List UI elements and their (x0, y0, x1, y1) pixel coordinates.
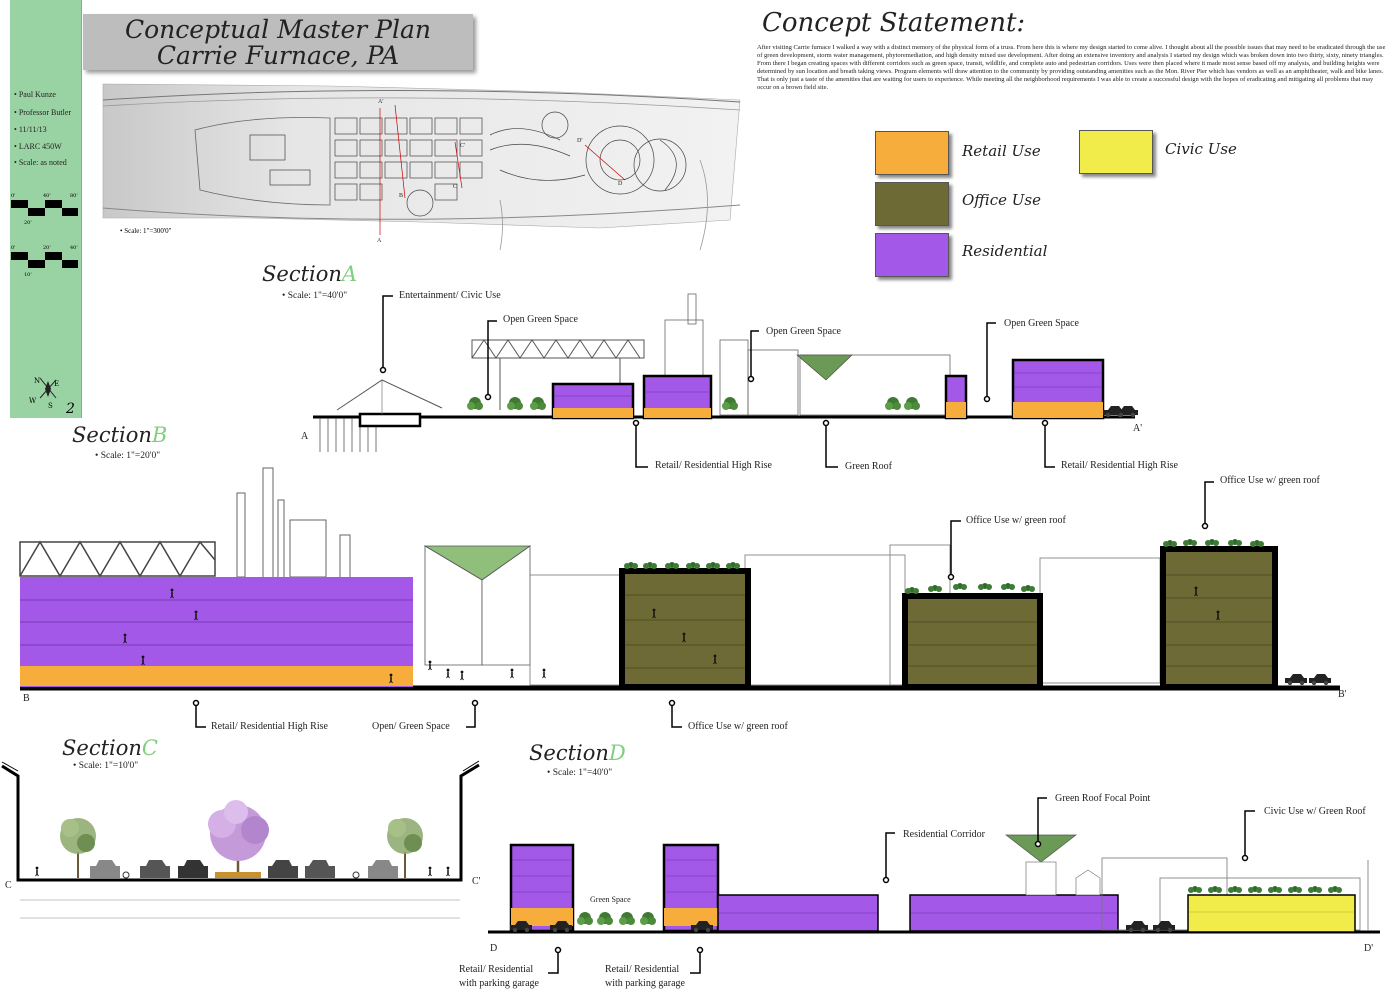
sidebar-author: • Paul Kunze (14, 90, 56, 99)
scale-note: Scale: as noted (18, 158, 67, 167)
compass-s: S (48, 402, 53, 410)
scale-bar-2: 0' 20' 40' 10' (11, 245, 78, 278)
section-d-start: D (490, 943, 498, 954)
title-block: Conceptual Master Plan Carrie Furnace, P… (83, 14, 473, 70)
section-b-end: B' (1338, 689, 1347, 700)
section-a-start: A (301, 431, 309, 442)
section-b-start: B (23, 693, 30, 704)
section-c-title: SectionC (62, 736, 158, 760)
label-office-b3: Office Use w/ green roof (1220, 475, 1320, 486)
compass-n: N (34, 377, 40, 385)
label-retail-res-a1: Retail/ Residential High Rise (655, 460, 772, 471)
section-b-drawing (19, 467, 1340, 728)
label-office-b2: Office Use w/ green roof (966, 515, 1066, 526)
label-green-roof-a: Green Roof (845, 461, 892, 472)
north-arrow-icon: N E W S (29, 377, 59, 410)
section-d-scale: • Scale: 1"=40'0" (547, 768, 613, 778)
legend-swatch-retail (875, 131, 949, 175)
section-b-title: SectionB (72, 423, 168, 447)
scale1-label-80: 80' (70, 193, 78, 199)
scale1-label-0: 0' (11, 193, 16, 199)
label-parking-d1-line1: Retail/ Residential (459, 964, 534, 975)
section-c-end: C' (472, 876, 481, 887)
label-parking-d1-line2: with parking garage (459, 978, 539, 989)
section-a-title: SectionA (262, 262, 358, 286)
scale1-label-20: 20' (24, 220, 32, 226)
section-a-end: A' (1133, 423, 1143, 434)
label-open-green-b: Open/ Green Space (372, 721, 450, 732)
page-number: 2 (65, 401, 75, 417)
section-d-drawing (488, 797, 1380, 974)
compass-e: E (54, 380, 59, 388)
section-d-end: D' (1364, 943, 1374, 954)
label-office-b1: Office Use w/ green roof (688, 721, 788, 732)
date-text: 11/11/13 (18, 125, 47, 134)
legend-label-residential: Residential (962, 242, 1048, 260)
scale2-label-0: 0' (11, 245, 16, 251)
label-res-corridor-d: Residential Corridor (903, 829, 985, 840)
scale1-label-40: 40' (43, 193, 51, 199)
sidebar-scale: • Scale: as noted (14, 158, 67, 167)
concept-statement: After visiting Carrie furnace I walked a… (757, 44, 1386, 92)
label-retail-res-b: Retail/ Residential High Rise (211, 721, 328, 732)
legend-swatch-civic (1079, 130, 1153, 174)
section-c-scale: • Scale: 1"=10'0" (73, 761, 139, 771)
section-c-start: C (5, 880, 12, 891)
label-open-green-a1: Open Green Space (503, 314, 578, 325)
label-open-green-a3: Open Green Space (1004, 318, 1079, 329)
scale-bar-1: 0' 40' 80' 20' (11, 193, 78, 226)
label-green-space-d: Green Space (590, 895, 631, 904)
section-c-drawing (1, 760, 480, 919)
legend-label-civic: Civic Use (1165, 140, 1237, 158)
page-title: Conceptual Master Plan (125, 15, 431, 44)
legend-label-retail: Retail Use (962, 142, 1041, 160)
scale2-label-10: 10' (24, 272, 32, 278)
author-name: Paul Kunze (18, 90, 56, 99)
section-b-scale: • Scale: 1"=20'0" (95, 451, 161, 461)
sidebar-date: • 11/11/13 (14, 125, 47, 134)
concept-title: Concept Statement: (762, 8, 1026, 38)
section-a-scale: • Scale: 1"=40'0" (282, 291, 348, 301)
section-a-drawing (313, 293, 1138, 468)
legend-swatch-residential (875, 233, 949, 277)
professor-name: Professor Butler (18, 108, 72, 117)
course-text: LARC 450W (18, 142, 62, 151)
sidebar-graphics: 0' 40' 80' 20' 0' 20' 40' 10' N E W S 2 (11, 193, 78, 417)
info-sidebar: • Paul Kunze • Professor Butler • 11/11/… (10, 0, 82, 418)
sidebar-professor: • Professor Butler (14, 108, 72, 117)
scale2-label-40: 40' (70, 245, 78, 251)
label-parking-d2-line1: Retail/ Residential (605, 964, 680, 975)
scale2-label-20: 20' (43, 245, 51, 251)
sidebar-course: • LARC 450W (14, 142, 62, 151)
label-civic-roof-d: Civic Use w/ Green Roof (1264, 806, 1366, 817)
section-d-title: SectionD (529, 741, 626, 765)
label-retail-res-a2: Retail/ Residential High Rise (1061, 460, 1178, 471)
label-parking-d2-line2: with parking garage (605, 978, 685, 989)
page-subtitle: Carrie Furnace, PA (156, 41, 400, 70)
label-focal-point-d: Green Roof Focal Point (1055, 793, 1151, 804)
label-open-green-a2: Open Green Space (766, 326, 841, 337)
legend-label-office: Office Use (962, 191, 1041, 209)
compass-w: W (29, 397, 37, 405)
label-entertainment-civic: Entertainment/ Civic Use (399, 290, 501, 301)
legend-swatch-office (875, 182, 949, 226)
